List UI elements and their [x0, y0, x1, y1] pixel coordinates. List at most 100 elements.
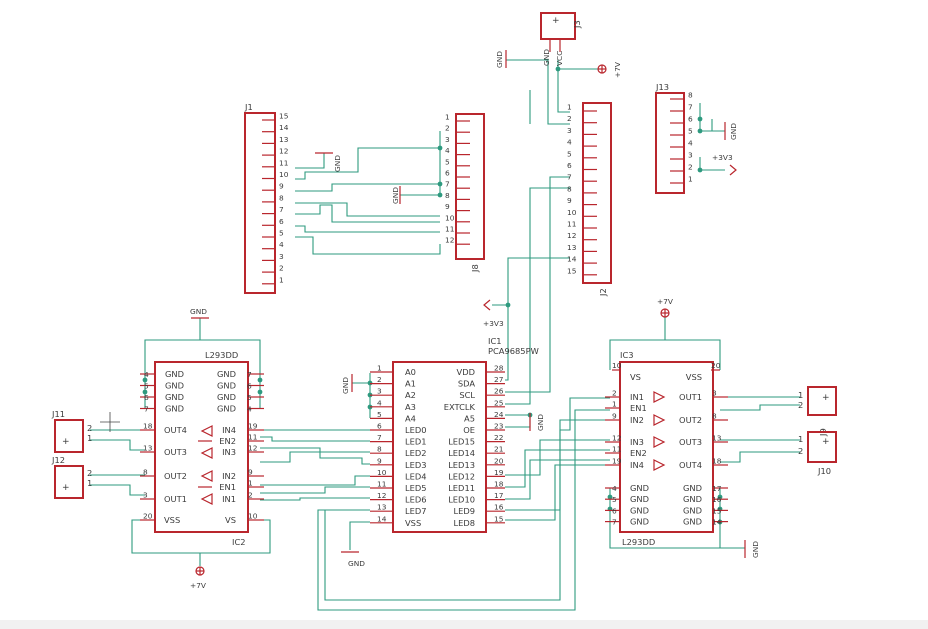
connector-j10[interactable]: 1 2 + J10	[798, 431, 837, 476]
j2-pin-2: 2	[567, 114, 597, 124]
ic2-pin-signal: GND	[165, 392, 184, 402]
gnd-label-ic1-left: GND	[341, 377, 350, 394]
ic3-pin-signal: OUT2	[679, 415, 702, 425]
j2-pin-3: 3	[567, 126, 597, 135]
ic2-pin-number: 13	[143, 444, 153, 453]
j8-pin-2: 2	[445, 124, 470, 133]
j1-pin-number: 14	[279, 123, 289, 132]
ic1-pin-number: 3	[377, 387, 382, 396]
j1-pin-6: 6	[262, 217, 284, 226]
ic3-pin-number: 1	[612, 400, 617, 409]
ic3-pin-number: 3	[712, 389, 717, 398]
j8-pin-1: 1	[445, 113, 470, 122]
j13-pin-8: 8	[670, 91, 693, 100]
ic2-pin-signal: GND	[217, 381, 236, 391]
j3-plus: +	[552, 16, 560, 26]
ic3-pin-number: 2	[612, 389, 617, 398]
status-strip	[0, 620, 928, 629]
j1-pin-number: 7	[279, 205, 284, 214]
j8-pin-10: 10	[445, 213, 470, 223]
j8-pin-4: 4	[445, 146, 470, 156]
j10-body	[807, 431, 837, 463]
j12-pin2: 2	[87, 468, 92, 478]
j13-pin-2: 2	[670, 163, 693, 172]
ic1-pin-number: 12	[377, 491, 386, 500]
ic1-pin-signal: LED6	[405, 495, 427, 505]
j13-pin-number: 7	[688, 103, 693, 112]
ic2-pin-number: 10	[248, 512, 258, 521]
j8-pin-number: 4	[445, 146, 450, 155]
j2-name: J2	[598, 288, 608, 297]
j8-pin-number: 1	[445, 113, 450, 122]
ic3-pin-signal: GND	[630, 517, 649, 527]
ic2-pin-number: 6	[247, 382, 252, 391]
ic2-pin-number: 1	[248, 479, 253, 488]
connector-j11[interactable]: J11 2 1 +	[51, 409, 92, 453]
connector-j9[interactable]: 1 2 + J9	[798, 386, 837, 437]
ic2-pin-number: 5	[247, 393, 252, 402]
ic3-pin-number: 5	[612, 495, 617, 504]
connector-j12[interactable]: J12 2 1 +	[51, 455, 92, 499]
gnd-symbol-j13: GND	[724, 122, 738, 140]
j2-pin-7: 7	[567, 173, 597, 182]
j2-pin-11: 11	[567, 220, 597, 229]
j1-pin-3: 3	[262, 252, 284, 261]
connector-j3[interactable]: + J3 GND VCC	[540, 12, 582, 66]
j8-pin-9: 9	[445, 202, 470, 212]
ic2-pin-signal: IN4	[222, 425, 236, 435]
ic1-pin-number: 15	[494, 514, 504, 523]
ic1-pin-number: 25	[494, 398, 504, 407]
j2-pin-number: 3	[567, 126, 572, 135]
j1-pin-number: 8	[279, 193, 284, 202]
ic1-pin-number: 4	[377, 398, 382, 407]
ic3-driver-symbols	[653, 391, 666, 471]
j8-pin-8: 8	[445, 191, 470, 200]
j8-pin-number: 9	[445, 202, 450, 211]
ic2-pin-signal: GND	[165, 369, 184, 379]
ic3-value: L293DD	[622, 537, 655, 547]
ic1-pin-number: 21	[494, 445, 504, 454]
j10-plus: +	[822, 437, 830, 447]
ic2-pin-signal: GND	[165, 381, 184, 391]
j1-pin-number: 4	[279, 240, 284, 249]
ic1-pin-number: 2	[377, 375, 382, 384]
j11-name: J11	[51, 409, 65, 419]
j1-pin-number: 2	[279, 264, 284, 273]
j2-pin-1: 1	[567, 103, 597, 112]
ic2-pin-number: 5	[144, 382, 149, 391]
j11-body	[54, 419, 84, 453]
j9-body	[807, 386, 837, 416]
ic2-pin-number: 2	[248, 491, 253, 500]
ic2-pin-signal: OUT3	[164, 447, 187, 457]
j12-body	[54, 465, 84, 499]
ic1-pin-signal: VDD	[457, 367, 475, 377]
j3-name: J3	[572, 20, 582, 29]
ic3-pin-number: 15	[712, 506, 722, 515]
j8-pin-number: 2	[445, 124, 450, 133]
ic2-pin-signal: VS	[225, 515, 236, 525]
crosshair-cursor-icon	[100, 412, 120, 432]
j2-pin-number: 2	[567, 114, 572, 123]
